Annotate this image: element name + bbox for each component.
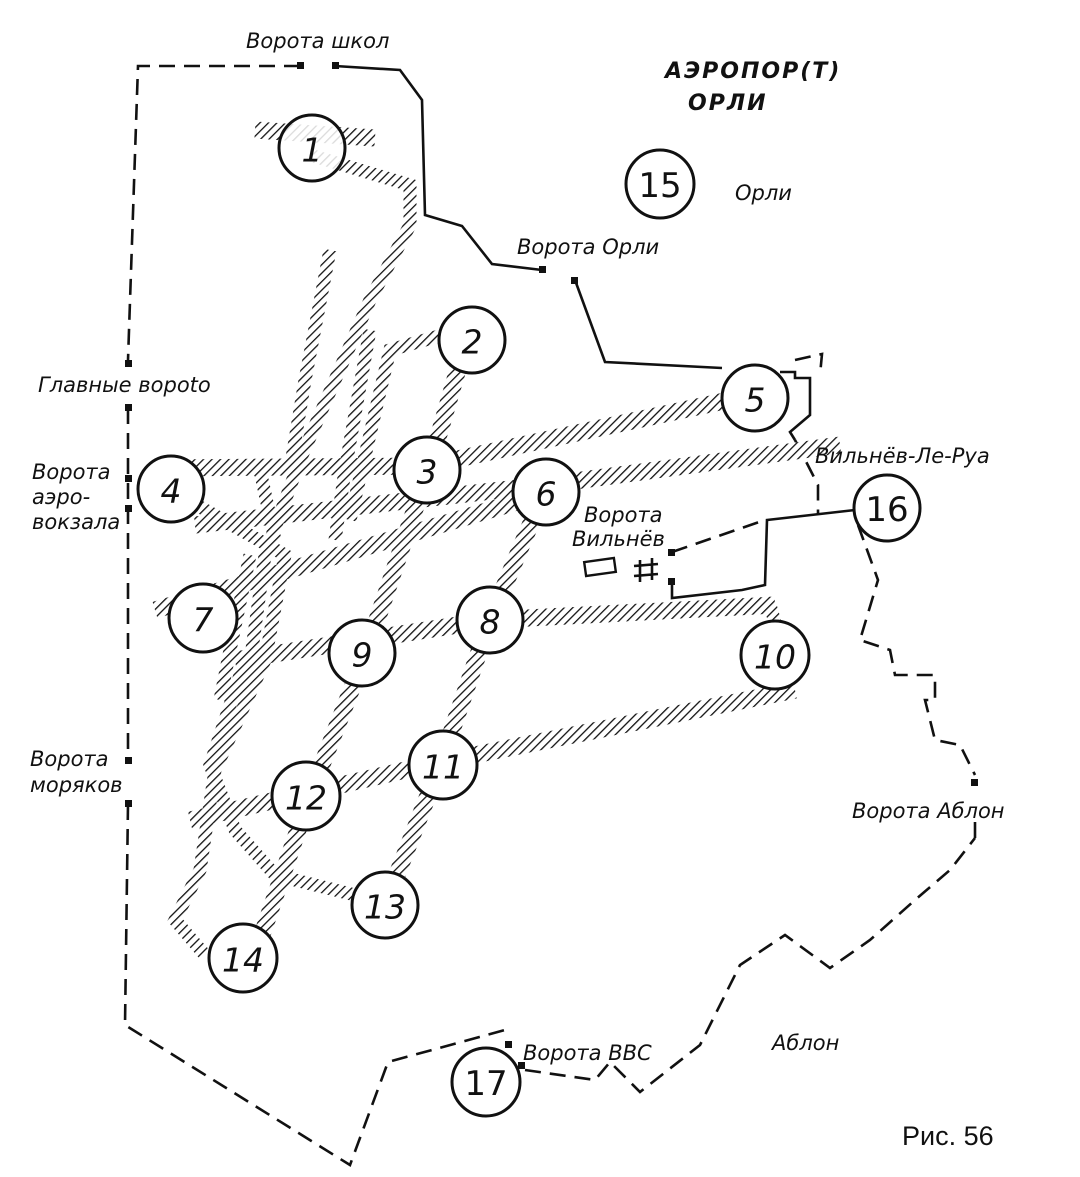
svg-text:4: 4 (161, 472, 182, 511)
label-sailors-gate-2: моряков (30, 773, 123, 797)
marker-4: 4 (136, 454, 206, 524)
marker-15: 15 (624, 148, 696, 220)
marker-5: 5 (720, 363, 790, 433)
marker-17: 17 (450, 1046, 522, 1118)
marker-8: 8 (455, 585, 525, 655)
place-villeneuve-le-roi: Вильнёв-Ле-Руа (815, 444, 990, 468)
svg-text:15: 15 (638, 166, 681, 206)
svg-text:11: 11 (422, 748, 464, 787)
marker-1: 1 (277, 113, 347, 183)
svg-text:13: 13 (364, 888, 406, 927)
svg-text:2: 2 (462, 323, 483, 362)
label-schools-gate: Ворота школ (246, 29, 389, 53)
label-terminal-gate-2: аэро- (32, 485, 90, 509)
svg-text:12: 12 (285, 779, 327, 818)
svg-text:14: 14 (222, 941, 264, 980)
map-title-line-1: АЭРОПОР(Т) (663, 59, 841, 84)
gate-markers (125, 62, 978, 1069)
building-symbol (633, 558, 659, 582)
marker-11: 11 (407, 729, 479, 801)
figure-caption: Рис. 56 (902, 1121, 994, 1151)
marker-6: 6 (511, 457, 581, 527)
marker-2: 2 (437, 305, 507, 375)
svg-text:6: 6 (536, 475, 557, 514)
airport-boundary (123, 64, 977, 1167)
place-ablon: Аблон (770, 1031, 839, 1055)
svg-text:10: 10 (754, 638, 796, 677)
runways (152, 121, 842, 960)
label-ablon-gate: Ворота Аблон (852, 799, 1005, 823)
label-orly-gate: Ворота Орли (517, 235, 659, 259)
label-terminal-gate-3: вокзала (32, 510, 120, 534)
marker-7: 7 (167, 582, 239, 654)
label-main-gate: Главные вороtо (38, 373, 211, 397)
label-terminal-gate-1: Ворота (32, 460, 111, 484)
svg-text:5: 5 (745, 381, 766, 420)
label-sailors-gate-1: Ворота (30, 747, 109, 771)
marker-13: 13 (350, 870, 420, 940)
marker-10: 10 (739, 619, 811, 691)
label-villeneuve-gate-1: Ворота (584, 503, 663, 527)
building (582, 556, 618, 578)
label-villeneuve-gate-2: Вильнёв (572, 527, 665, 551)
marker-14: 14 (207, 922, 279, 994)
marker-16: 16 (852, 473, 922, 543)
svg-text:7: 7 (193, 601, 214, 640)
marker-9: 9 (327, 618, 397, 688)
marker-12: 12 (270, 760, 342, 832)
svg-text:17: 17 (464, 1064, 507, 1104)
label-air-force-gate: Ворота ВВС (523, 1041, 652, 1065)
svg-text:1: 1 (302, 131, 323, 170)
svg-text:16: 16 (865, 490, 908, 530)
svg-text:3: 3 (417, 453, 438, 492)
svg-text:8: 8 (480, 603, 501, 642)
place-orly: Орли (735, 181, 792, 205)
svg-text:9: 9 (352, 636, 373, 675)
marker-3: 3 (392, 435, 462, 505)
map-title-line-2: ОРЛИ (688, 91, 768, 116)
